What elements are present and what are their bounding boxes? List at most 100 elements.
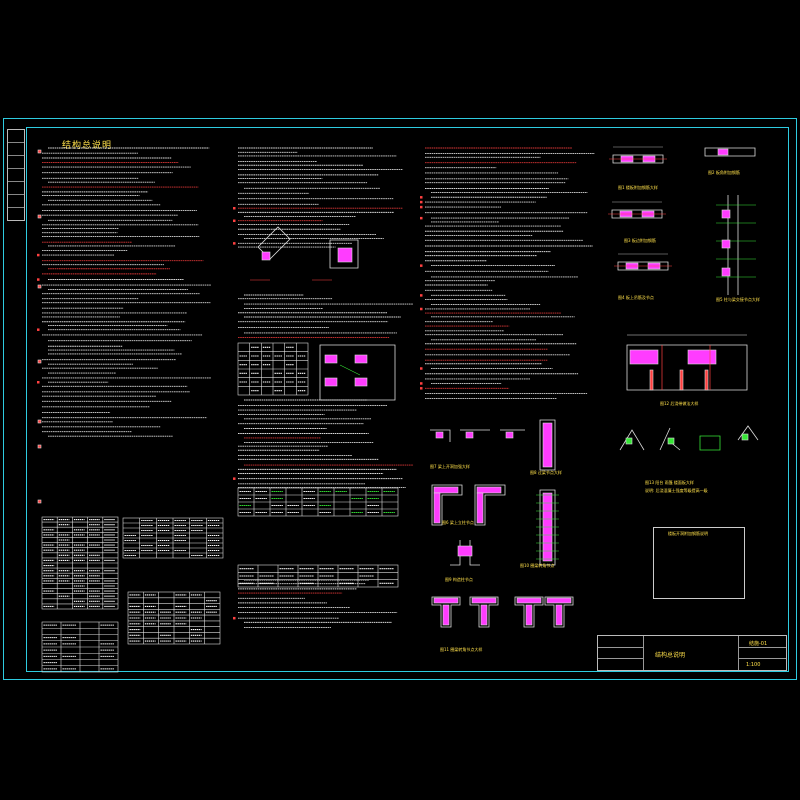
corner-rebar (741, 433, 749, 441)
binding-cell (8, 169, 24, 182)
detail-caption: 图5 柱与梁交接节点大样 (716, 297, 760, 302)
tee-joint (469, 596, 499, 628)
drawing-scale: 1:100 (746, 662, 761, 668)
section-marker (37, 499, 42, 504)
bullet-marker (37, 253, 40, 257)
opening-rebar-note-box: 楼板开洞附加钢筋说明 (653, 527, 745, 599)
strip-boundary (661, 345, 711, 390)
drawing-frame-inner (26, 127, 789, 672)
tee-hatch (433, 597, 459, 604)
column-hatch (721, 267, 731, 277)
title-block: 结构总说明 结施-01 1:100 (597, 635, 787, 671)
title-block-divider (738, 647, 786, 648)
detail-caption: 图13 阳台 雨篷 楼面板大样 (645, 480, 694, 485)
opening-detail (329, 239, 359, 269)
beam-column-joint-hatch (476, 492, 484, 524)
bullet-marker (420, 382, 423, 385)
beam-column-joint-hatch (433, 492, 441, 524)
tee-hatch (525, 604, 533, 626)
opening-hatch (337, 247, 353, 263)
corner-detail (737, 425, 759, 441)
bullet-marker (233, 242, 236, 245)
plan-rebar (339, 364, 361, 376)
slab-section (611, 209, 663, 219)
bullet-marker (420, 387, 423, 390)
section-marker (37, 359, 42, 364)
detail-caption: 图6 梁上立柱节点 (442, 520, 474, 525)
plan-hatch (354, 354, 368, 364)
schedule-tables (41, 342, 399, 673)
bullet-marker (420, 367, 423, 370)
lintel-hatch (465, 431, 474, 439)
detail-caption: 图9 构造柱节点 (445, 577, 473, 582)
bullet-marker (420, 264, 423, 267)
bullet-marker (233, 206, 236, 210)
sheet-title: 结构总说明 (62, 141, 113, 151)
tee-joint (514, 596, 544, 628)
bullet-marker (420, 307, 423, 311)
bullet-marker (233, 616, 236, 620)
beam-column-joint-hatch (433, 486, 459, 494)
title-block-divider (643, 636, 644, 670)
lintel-detail (430, 429, 525, 442)
section-marker (37, 149, 42, 154)
bullet-marker (37, 328, 40, 331)
strip-rebar (679, 369, 684, 391)
section-marker (37, 419, 42, 424)
column-hatch (721, 239, 731, 249)
slab-section (612, 154, 664, 164)
title-block-divider (598, 658, 643, 659)
corner-detail (619, 429, 645, 451)
strip-hatch (687, 349, 717, 365)
tee-hatch (480, 604, 488, 626)
tee-hatch (555, 604, 563, 626)
title-block-divider (738, 636, 739, 670)
slab-section (617, 261, 669, 271)
bullet-marker (420, 200, 423, 204)
detail-caption: 说明: 后浇混凝土强度等级提高一级 (645, 488, 708, 493)
binding-cell (8, 130, 24, 143)
corner-detail (699, 435, 721, 451)
slab-opening-plan (319, 344, 396, 401)
corner-rebar (667, 437, 675, 445)
binding-signature-strip (7, 129, 25, 221)
title-block-divider (738, 658, 786, 659)
section-marker (37, 284, 42, 289)
strip-rebar (649, 369, 654, 391)
detail-caption: 图4 板上吊筋及节点 (618, 295, 654, 300)
detail-caption: 图8 过梁节点大样 (530, 470, 562, 475)
lintel-hatch (435, 431, 444, 439)
detail-caption: 图12 后浇带做法大样 (660, 401, 699, 406)
tee-joint (431, 596, 461, 628)
tee-hatch (442, 604, 450, 626)
post-cast-strip (626, 344, 748, 391)
strip-rebar (704, 369, 709, 391)
detail-caption: 图3 板边附加钢筋 (624, 238, 656, 243)
beam-column-joint (474, 484, 506, 526)
note-box-title: 楼板开洞附加钢筋说明 (668, 531, 708, 536)
detail-caption: 图11 圈梁转角节点大样 (440, 647, 483, 652)
bullet-marker (420, 294, 423, 297)
binding-cell (8, 156, 24, 169)
column-hatch (542, 422, 553, 468)
corner-rebar (625, 437, 633, 445)
general-notes-text (37, 147, 595, 628)
detail-caption: 图7 梁上开洞加强大样 (430, 464, 470, 469)
drawing-code: 结施-01 (749, 641, 768, 647)
tee-hatch (516, 597, 542, 604)
binding-cell (8, 182, 24, 195)
bullet-marker (233, 219, 236, 223)
opening-hatch (261, 251, 271, 261)
beam-column-joint (431, 484, 463, 526)
detail-caption: 图10 圈梁转角节点 (520, 563, 555, 568)
detail-caption: 图2 板角附加钢筋 (708, 170, 740, 175)
tee-hatch (546, 597, 572, 604)
plan-hatch (324, 377, 338, 387)
column-elevation (539, 489, 556, 566)
binding-cell (8, 143, 24, 156)
slab-section (704, 147, 756, 157)
bullet-marker (37, 278, 40, 281)
strip-hatch (629, 349, 659, 365)
bullet-marker (233, 477, 236, 480)
